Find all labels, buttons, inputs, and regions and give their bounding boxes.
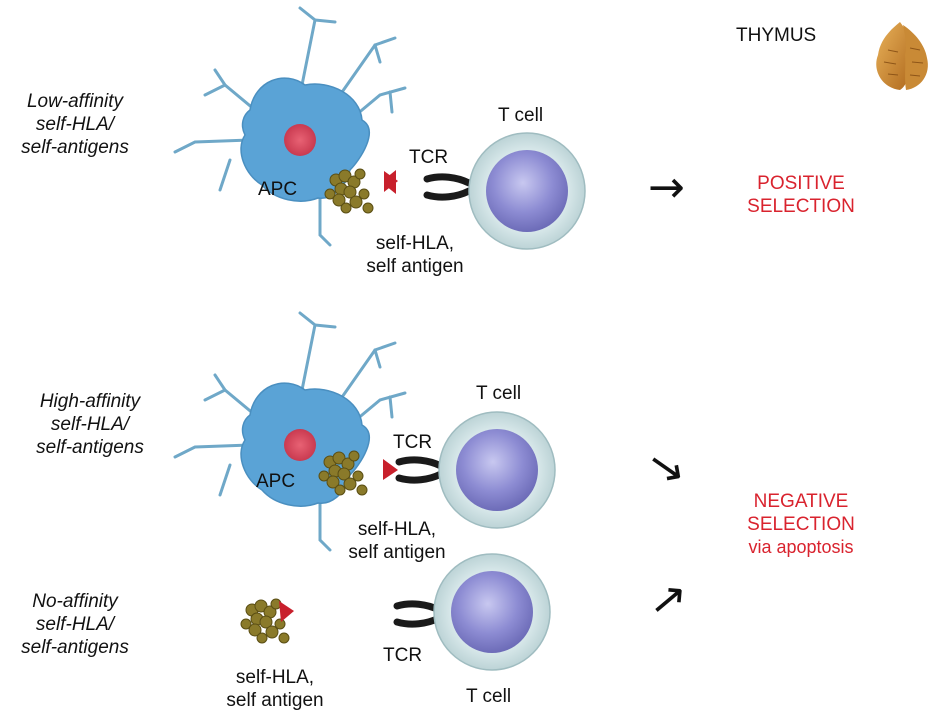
complex-line: self antigen bbox=[226, 690, 324, 711]
tcr-label: TCR bbox=[393, 432, 433, 453]
tcell-no-affinity bbox=[433, 553, 551, 671]
apc-label: APC bbox=[258, 179, 298, 200]
antigen-cluster-positive bbox=[324, 168, 374, 214]
tcell-label: T cell bbox=[498, 105, 544, 126]
arrow-right-icon: → bbox=[648, 162, 685, 213]
complex-line: self antigen bbox=[348, 542, 446, 563]
outcome-line: via apoptosis bbox=[748, 537, 854, 557]
complex-label: self-HLA, self antigen bbox=[340, 518, 454, 564]
complex-label: self-HLA, self antigen bbox=[360, 232, 470, 278]
condition-line: self-antigens bbox=[21, 637, 129, 658]
condition-line: self-HLA/ bbox=[35, 114, 115, 135]
tcr-label: TCR bbox=[383, 645, 423, 666]
complex-line: self-HLA, bbox=[375, 233, 455, 254]
condition-line: High-affinity bbox=[39, 391, 141, 412]
outcome-line: POSITIVE bbox=[757, 173, 845, 194]
condition-line: Low-affinity bbox=[26, 91, 124, 112]
tcell-label: T cell bbox=[466, 686, 512, 707]
thymus-label: THYMUS bbox=[736, 25, 817, 46]
apc-cell-negative bbox=[173, 311, 407, 552]
condition-low-affinity: Low-affinity self-HLA/ self-antigens bbox=[0, 90, 150, 159]
tcr-receptor-negative bbox=[399, 460, 441, 480]
tcr-label: TCR bbox=[409, 147, 449, 168]
complex-line: self-HLA, bbox=[357, 519, 437, 540]
tcell-negative bbox=[438, 411, 556, 529]
negative-selection-label: NEGATIVE SELECTION via apoptosis bbox=[730, 490, 872, 559]
positive-selection-label: POSITIVE SELECTION bbox=[730, 172, 872, 218]
tcr-receptor-positive bbox=[427, 177, 469, 197]
outcome-line: SELECTION bbox=[747, 514, 855, 535]
tcell-label: T cell bbox=[476, 383, 522, 404]
apc-label: APC bbox=[256, 471, 296, 492]
complex-label: self-HLA, self antigen bbox=[218, 666, 332, 712]
condition-line: self-antigens bbox=[21, 137, 129, 158]
complex-line: self-HLA, bbox=[235, 667, 315, 688]
tcr-receptor-no-affinity bbox=[397, 604, 439, 624]
outcome-line: SELECTION bbox=[747, 196, 855, 217]
tcell-positive bbox=[468, 132, 586, 250]
condition-line: self-HLA/ bbox=[35, 614, 115, 635]
condition-high-affinity: High-affinity self-HLA/ self-antigens bbox=[15, 390, 165, 459]
condition-line: self-HLA/ bbox=[50, 414, 130, 435]
thymus-icon bbox=[876, 22, 928, 90]
complex-line: self antigen bbox=[366, 256, 464, 277]
condition-line: No-affinity bbox=[32, 591, 118, 612]
outcome-line: NEGATIVE bbox=[753, 491, 849, 512]
condition-line: self-antigens bbox=[36, 437, 144, 458]
condition-no-affinity: No-affinity self-HLA/ self-antigens bbox=[0, 590, 150, 659]
